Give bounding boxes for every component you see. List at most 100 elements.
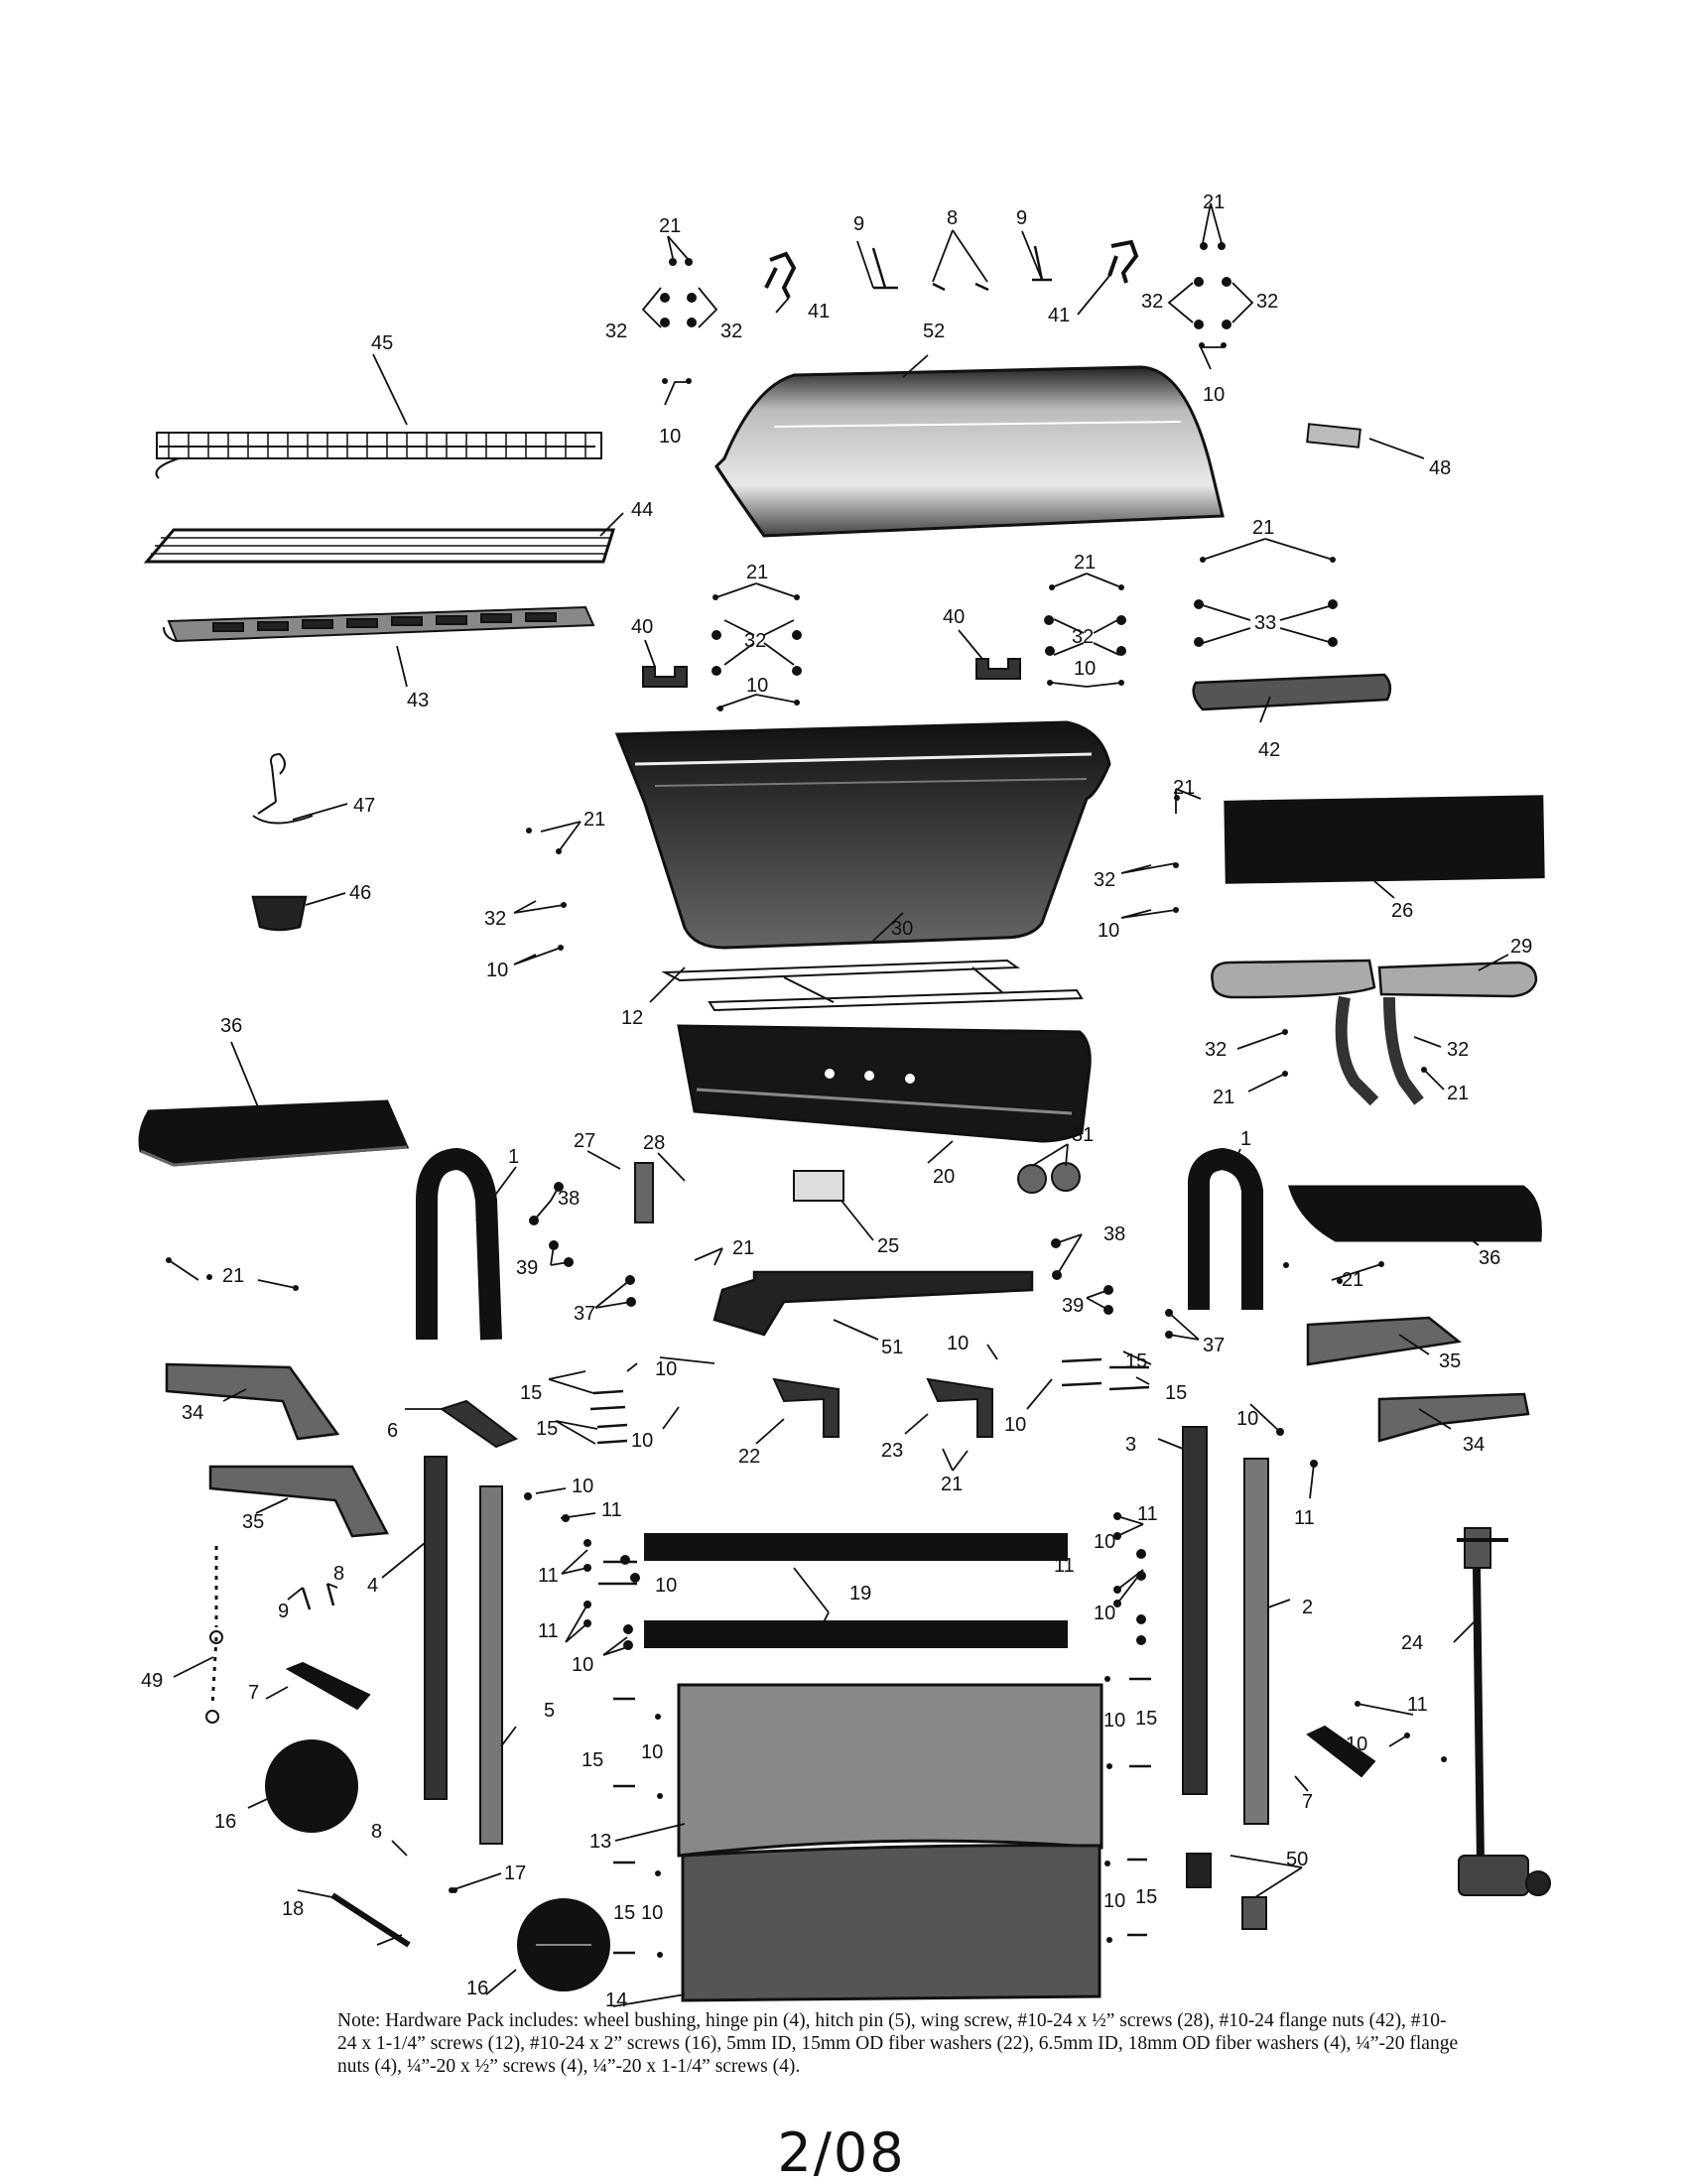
callout-10-d: 10 (1074, 658, 1096, 680)
callout-21-f: 21 (583, 809, 605, 831)
callout-32-i: 32 (1205, 1039, 1227, 1061)
callout-7-a: 7 (1302, 1791, 1313, 1813)
callout-13: 13 (589, 1831, 611, 1853)
hardware-note: Note: Hardware Pack includes: wheel bush… (337, 2009, 1459, 2078)
callout-11-g: 11 (1407, 1694, 1428, 1716)
callout-32-a: 32 (605, 321, 627, 342)
callout-10-f: 10 (1098, 920, 1119, 942)
crossbar-19-top-shape (644, 1533, 1068, 1561)
warming-rack-shape (155, 432, 602, 479)
fitting-50-a-shape (1186, 1853, 1212, 1888)
callout-33: 33 (1254, 612, 1276, 634)
bracket-22-shape (772, 1377, 840, 1438)
callout-26: 26 (1391, 900, 1413, 922)
callout-46: 46 (349, 882, 371, 904)
callout-41-b: 41 (1048, 305, 1070, 326)
grate-support-shape (661, 959, 1084, 1012)
callout-39-b: 39 (1062, 1295, 1084, 1317)
callout-35-b: 35 (242, 1511, 264, 1533)
callout-21-l: 21 (1342, 1269, 1363, 1291)
callout-12: 12 (621, 1007, 643, 1029)
callout-32-c: 32 (1141, 291, 1163, 313)
door-14-shape (681, 1844, 1101, 2002)
callout-48: 48 (1429, 457, 1451, 479)
callout-39-a: 39 (516, 1257, 538, 1279)
callout-21-m: 21 (941, 1474, 963, 1495)
callout-38-a: 38 (558, 1188, 580, 1210)
fitting-50-b-shape (1241, 1896, 1267, 1930)
rear-panel-shape (1224, 795, 1545, 884)
callout-9-b: 9 (1016, 207, 1027, 229)
callout-15-c: 15 (1125, 1350, 1147, 1372)
hook-shape (252, 752, 314, 825)
part-shapes (138, 239, 1551, 2002)
callout-44: 44 (631, 499, 653, 521)
callout-28: 28 (643, 1132, 665, 1154)
callout-30: 30 (891, 918, 913, 940)
callout-10-n: 10 (572, 1654, 593, 1676)
callout-15-h: 15 (1135, 1886, 1157, 1908)
callout-3: 3 (1125, 1434, 1136, 1456)
callout-21-a: 21 (659, 215, 681, 237)
callout-32-b: 32 (720, 321, 742, 342)
callout-50: 50 (1286, 1849, 1308, 1870)
callout-38-b: 38 (1103, 1223, 1125, 1245)
callout-1-b: 1 (1240, 1128, 1251, 1150)
callout-6: 6 (387, 1420, 398, 1442)
callout-10-i: 10 (631, 1430, 653, 1452)
callout-10-j: 10 (1004, 1414, 1026, 1436)
callout-37-a: 37 (574, 1303, 595, 1325)
callout-40-a: 40 (631, 616, 653, 638)
callout-21-d: 21 (1074, 552, 1096, 574)
callout-4: 4 (367, 1575, 378, 1597)
callout-18: 18 (282, 1898, 304, 1920)
callout-21-i: 21 (1447, 1083, 1469, 1104)
callout-41-a: 41 (808, 301, 830, 322)
callout-19: 19 (849, 1583, 871, 1605)
callout-49: 49 (141, 1670, 163, 1692)
callout-8-a: 8 (947, 207, 958, 229)
callout-8-c: 8 (371, 1821, 382, 1843)
callout-36-b: 36 (1479, 1247, 1500, 1269)
bracket-34-left-shape (165, 1362, 340, 1441)
callout-14: 14 (605, 1990, 627, 2011)
side-shelf-left-shape (138, 1099, 410, 1167)
callout-21-j: 21 (732, 1237, 754, 1259)
callout-17: 17 (504, 1863, 526, 1884)
ignitor-shape (634, 1162, 654, 1223)
exploded-parts-diagram: 45 44 43 52 48 21 32 32 10 21 32 32 10 9… (138, 192, 1551, 2011)
crossbar-19-bottom-shape (644, 1620, 1068, 1648)
callout-51: 51 (881, 1337, 903, 1358)
callout-10-q: 10 (1346, 1734, 1367, 1755)
lid-shape (714, 365, 1225, 538)
bracket-6-shape (439, 1399, 519, 1449)
bracket-35-right-shape (1306, 1316, 1463, 1366)
bracket-7-right-shape (1306, 1725, 1376, 1778)
burners-shape (1211, 959, 1538, 1106)
manifold-shape (712, 1270, 1034, 1337)
callout-10-e: 10 (486, 960, 508, 981)
callout-15-a: 15 (520, 1382, 542, 1404)
callout-34-b: 34 (182, 1402, 203, 1424)
door-13-shape (677, 1683, 1103, 1858)
knob-2-shape (1051, 1162, 1081, 1192)
callout-10-s: 10 (1103, 1710, 1125, 1732)
callout-20: 20 (933, 1166, 955, 1188)
callout-10-l: 10 (572, 1476, 593, 1497)
callout-7-b: 7 (248, 1682, 259, 1704)
page-number: 2/08 (777, 2121, 906, 2184)
firebox-shape (614, 720, 1111, 950)
side-shelf-right-shape (1287, 1185, 1542, 1242)
callout-32-e: 32 (744, 630, 766, 652)
callout-25: 25 (877, 1235, 899, 1257)
callout-15-f: 15 (1135, 1708, 1157, 1730)
leader-lines (168, 202, 1509, 2007)
callout-27: 27 (574, 1130, 595, 1152)
hardware-pins (301, 245, 1151, 1955)
callout-21-c: 21 (746, 562, 768, 583)
callout-47: 47 (353, 795, 375, 817)
callout-45: 45 (371, 332, 393, 354)
note-text: Hardware Pack includes: wheel bushing, h… (337, 2010, 1459, 2077)
callout-1-a: 1 (508, 1146, 519, 1168)
callout-10-b: 10 (1203, 384, 1225, 406)
